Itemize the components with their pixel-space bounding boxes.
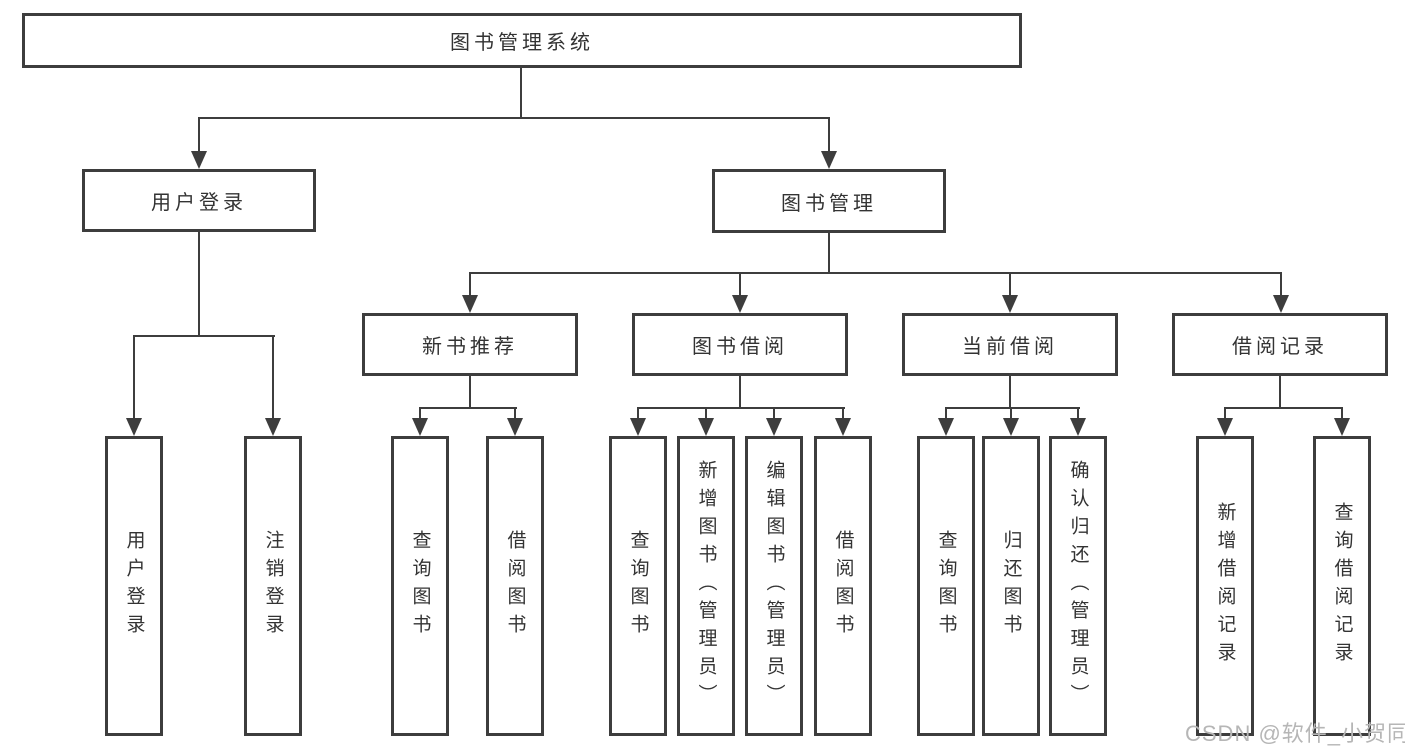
connector-borrow-records-bar bbox=[1224, 407, 1343, 409]
connector-to-borrow-records bbox=[1280, 273, 1282, 296]
arrow-to-cb-confirm-return bbox=[1070, 418, 1086, 436]
node-current-borrow: 当前借阅 bbox=[902, 313, 1118, 376]
connector-to-rec-borrow-book bbox=[514, 408, 516, 420]
node-book-borrow-label: 图书借阅 bbox=[692, 336, 788, 358]
node-leaf-cb-return-book: 归还图书 bbox=[982, 436, 1040, 736]
connector-to-leaf-user-login bbox=[133, 336, 135, 418]
node-borrow-records-label: 借阅记录 bbox=[1232, 336, 1328, 358]
connector-to-book-mgmt bbox=[828, 118, 830, 154]
node-root: 图书管理系统 bbox=[22, 13, 1022, 68]
node-leaf-logout: 注销登录 bbox=[244, 436, 302, 736]
arrow-to-rec-query-book bbox=[412, 418, 428, 436]
node-leaf-rec-borrow-book-label: 借阅图书 bbox=[504, 530, 526, 642]
connector-to-new-book-rec bbox=[469, 273, 471, 296]
node-root-label: 图书管理系统 bbox=[450, 32, 594, 54]
node-leaf-user-login: 用户登录 bbox=[105, 436, 163, 736]
connector-to-bb-edit-book bbox=[773, 408, 775, 420]
arrow-to-borrow-records bbox=[1273, 295, 1289, 313]
arrow-to-cb-return-book bbox=[1003, 418, 1019, 436]
connector-new-book-rec-stem bbox=[469, 376, 471, 409]
node-leaf-cb-confirm-return: 确认归还（管理员） bbox=[1049, 436, 1107, 736]
connector-to-current-borrow bbox=[1009, 273, 1011, 296]
node-book-mgmt-label: 图书管理 bbox=[781, 192, 877, 215]
connector-user-login-bar bbox=[133, 335, 275, 337]
connector-to-book-borrow bbox=[739, 273, 741, 296]
connector-to-leaf-logout bbox=[272, 336, 274, 418]
connector-user-login-stem bbox=[198, 232, 200, 337]
node-leaf-bb-query-book: 查询图书 bbox=[609, 436, 667, 736]
arrow-to-cb-query-book bbox=[938, 418, 954, 436]
node-leaf-logout-label: 注销登录 bbox=[262, 530, 284, 642]
node-user-login: 用户登录 bbox=[82, 169, 316, 232]
connector-book-borrow-stem bbox=[739, 376, 741, 409]
arrow-to-book-mgmt bbox=[821, 151, 837, 169]
arrow-to-book-borrow bbox=[732, 295, 748, 313]
connector-to-br-query-record bbox=[1341, 408, 1343, 420]
node-leaf-cb-return-book-label: 归还图书 bbox=[1000, 530, 1022, 642]
connector-to-cb-confirm-return bbox=[1077, 408, 1079, 420]
arrow-to-bb-query-book bbox=[630, 418, 646, 436]
arrow-to-rec-borrow-book bbox=[507, 418, 523, 436]
arrow-to-bb-add-book bbox=[698, 418, 714, 436]
connector-book-borrow-bar bbox=[637, 407, 845, 409]
connector-root-stem bbox=[520, 68, 522, 118]
node-leaf-rec-borrow-book: 借阅图书 bbox=[486, 436, 544, 736]
node-leaf-cb-confirm-return-label: 确认归还（管理员） bbox=[1067, 460, 1089, 712]
arrow-to-new-book-rec bbox=[462, 295, 478, 313]
connector-current-borrow-bar bbox=[945, 407, 1080, 409]
connector-new-book-rec-bar bbox=[419, 407, 517, 409]
node-leaf-bb-add-book-label: 新增图书（管理员） bbox=[695, 460, 717, 712]
connector-level2-bar bbox=[198, 117, 830, 119]
node-leaf-br-query-record: 查询借阅记录 bbox=[1313, 436, 1371, 736]
connector-current-borrow-stem bbox=[1009, 376, 1011, 409]
node-leaf-br-add-record: 新增借阅记录 bbox=[1196, 436, 1254, 736]
node-leaf-cb-query-book-label: 查询图书 bbox=[935, 530, 957, 642]
node-borrow-records: 借阅记录 bbox=[1172, 313, 1388, 376]
node-leaf-bb-add-book: 新增图书（管理员） bbox=[677, 436, 735, 736]
connector-to-br-add-record bbox=[1224, 408, 1226, 420]
node-leaf-br-query-record-label: 查询借阅记录 bbox=[1331, 502, 1353, 670]
connector-to-user-login bbox=[198, 118, 200, 154]
connector-borrow-records-stem bbox=[1279, 376, 1281, 409]
arrow-to-br-query-record bbox=[1334, 418, 1350, 436]
node-user-login-label: 用户登录 bbox=[151, 192, 247, 214]
node-leaf-rec-query-book-label: 查询图书 bbox=[409, 530, 431, 642]
connector-to-rec-query-book bbox=[419, 408, 421, 420]
connector-book-mgmt-stem bbox=[828, 233, 830, 274]
csdn-watermark: CSDN @软件_小贺同学 bbox=[1185, 721, 1405, 746]
connector-to-bb-borrow-book bbox=[842, 408, 844, 420]
node-leaf-rec-query-book: 查询图书 bbox=[391, 436, 449, 736]
connector-level3-bar bbox=[469, 272, 1282, 274]
connector-to-cb-return-book bbox=[1010, 408, 1012, 420]
node-leaf-bb-query-book-label: 查询图书 bbox=[627, 530, 649, 642]
node-leaf-bb-borrow-book: 借阅图书 bbox=[814, 436, 872, 736]
connector-to-bb-add-book bbox=[705, 408, 707, 420]
arrow-to-bb-edit-book bbox=[766, 418, 782, 436]
node-leaf-bb-edit-book: 编辑图书（管理员） bbox=[745, 436, 803, 736]
node-new-book-rec: 新书推荐 bbox=[362, 313, 578, 376]
node-leaf-br-add-record-label: 新增借阅记录 bbox=[1214, 502, 1236, 670]
arrow-to-leaf-user-login bbox=[126, 418, 142, 436]
arrow-to-bb-borrow-book bbox=[835, 418, 851, 436]
arrow-to-user-login bbox=[191, 151, 207, 169]
node-leaf-bb-edit-book-label: 编辑图书（管理员） bbox=[763, 460, 785, 712]
node-current-borrow-label: 当前借阅 bbox=[962, 336, 1058, 358]
node-new-book-rec-label: 新书推荐 bbox=[422, 336, 518, 358]
arrow-to-current-borrow bbox=[1002, 295, 1018, 313]
node-leaf-user-login-label: 用户登录 bbox=[123, 530, 145, 642]
arrow-to-br-add-record bbox=[1217, 418, 1233, 436]
node-book-borrow: 图书借阅 bbox=[632, 313, 848, 376]
connector-to-cb-query-book bbox=[945, 408, 947, 420]
connector-to-bb-query-book bbox=[637, 408, 639, 420]
node-leaf-bb-borrow-book-label: 借阅图书 bbox=[832, 530, 854, 642]
arrow-to-leaf-logout bbox=[265, 418, 281, 436]
node-book-mgmt: 图书管理 bbox=[712, 169, 946, 233]
node-leaf-cb-query-book: 查询图书 bbox=[917, 436, 975, 736]
